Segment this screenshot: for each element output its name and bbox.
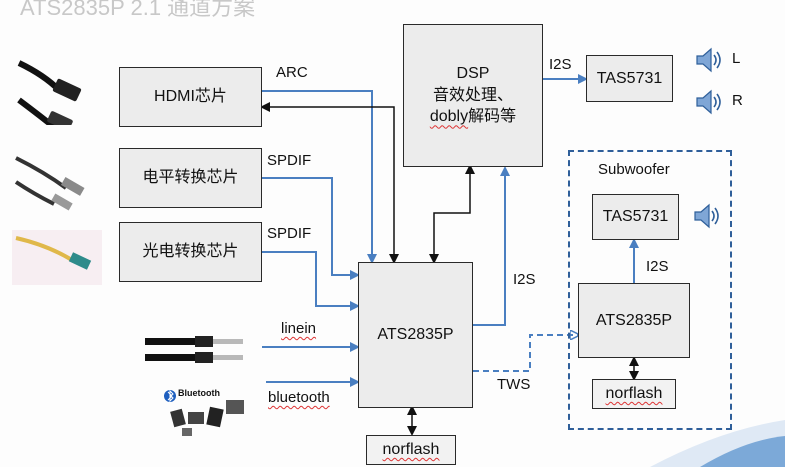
dsp-block: DSP 音效处理、 dobly解码等 [403, 24, 543, 167]
optical-converter-block: 光电转换芯片 [119, 222, 262, 282]
main-norflash-label: norflash [382, 441, 440, 459]
level-converter-label: 电平转换芯片 [142, 169, 239, 187]
i2s-sub-label: I2S [646, 258, 669, 275]
i2s-soc-dsp-label: I2S [513, 271, 536, 288]
dsp-line-3-rest: 解码等 [468, 108, 517, 126]
tws-line [473, 335, 578, 372]
i2s-dsp-amp-label: I2S [549, 56, 572, 73]
dsp-line-3: dobly解码等 [430, 106, 516, 128]
main-amp-block: TAS5731 [586, 55, 673, 102]
subwoofer-group [568, 150, 732, 430]
bluetooth-logo-text: Bluetooth [178, 388, 220, 398]
arc-label: ARC [276, 64, 308, 81]
sub-norflash-label: norflash [605, 385, 663, 403]
bluetooth-icon [164, 389, 244, 436]
subwoofer-title: Subwoofer [598, 161, 670, 178]
tws-label: TWS [497, 376, 531, 393]
main-soc-block: ATS2835P [358, 262, 473, 408]
sub-amp-label: TAS5731 [602, 208, 669, 226]
i2s-soc-dsp-line [472, 166, 510, 326]
hdmi-cable-image [17, 60, 82, 125]
spdif-line-2 [262, 251, 360, 311]
sub-norflash-block: norflash [592, 379, 676, 409]
spdif-line-1 [262, 177, 360, 280]
bluetooth-devices-image: Bluetooth [162, 386, 252, 438]
dsp-title: DSP [456, 65, 490, 83]
main-norflash-block: norflash [366, 435, 456, 465]
main-soc-label: ATS2835P [377, 326, 454, 344]
speaker-right-label: R [732, 92, 743, 109]
dsp-line-2: 音效处理、 [432, 86, 513, 104]
sub-soc-block: ATS2835P [578, 283, 690, 358]
level-converter-block: 电平转换芯片 [119, 148, 262, 208]
hdmi-chip-label: HDMI芯片 [154, 88, 227, 106]
hdmi-soc-link [260, 102, 399, 264]
optical-cable-image [12, 230, 102, 285]
optical-converter-label: 光电转换芯片 [142, 243, 239, 261]
audio-jack-image [145, 336, 243, 363]
dsp-dobly-word: dobly [429, 108, 469, 126]
spdif-label-1: SPDIF [267, 152, 312, 169]
sub-speaker-icon [694, 203, 719, 229]
partial-title: ATS2835P 2.1 通道方案 [20, 0, 256, 20]
coax-cable-image [14, 156, 85, 211]
soc-dsp-link [429, 164, 475, 264]
speaker-right-icon [696, 89, 721, 115]
bluetooth-label: bluetooth [268, 389, 330, 406]
hdmi-chip-block: HDMI芯片 [119, 67, 262, 127]
speaker-left-label: L [732, 50, 741, 67]
main-amp-label: TAS5731 [596, 69, 663, 87]
sub-soc-label: ATS2835P [595, 311, 673, 329]
linein-label: linein [281, 320, 317, 337]
spdif-label-2: SPDIF [267, 225, 312, 242]
speaker-left-icon [696, 47, 721, 73]
sub-amp-block: TAS5731 [592, 194, 679, 240]
